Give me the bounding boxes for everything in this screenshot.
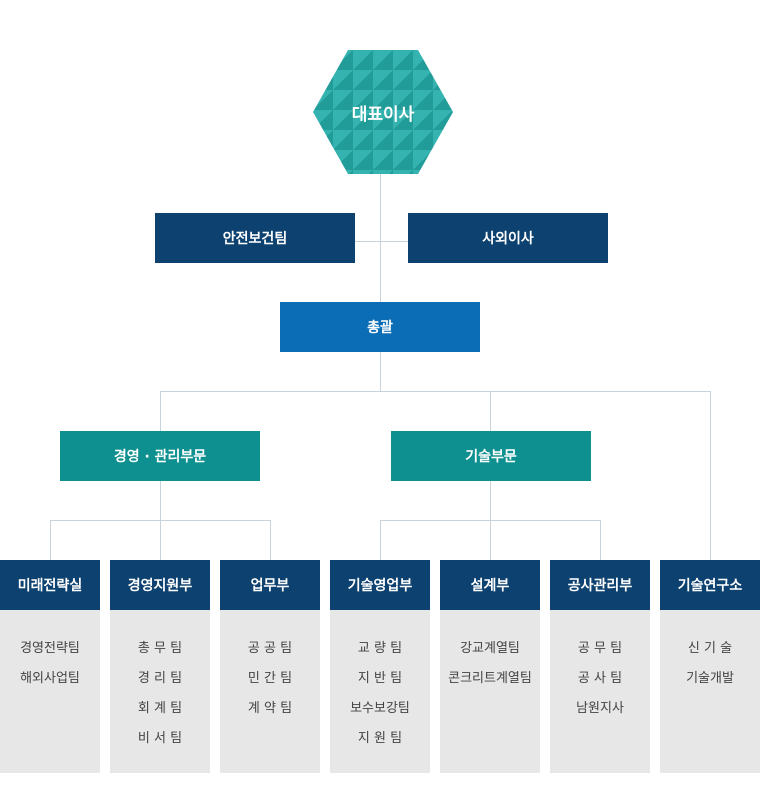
team-item: 경 리 팀 — [137, 671, 183, 686]
team-list: 신 기 술 기술개발 — [660, 610, 760, 773]
team-item: 신 기 술 — [687, 641, 733, 656]
team-item: 공 사 팀 — [577, 671, 623, 686]
general-box: 총괄 — [280, 302, 480, 352]
team-list: 경영전략팀 해외사업팀 — [0, 610, 100, 773]
team-item: 비 서 팀 — [137, 731, 183, 746]
team-item: 콘크리트계열팀 — [448, 671, 532, 686]
department-operations: 업무부 공 공 팀 민 간 팀 계 약 팀 — [220, 560, 320, 773]
department-header: 기술영업부 — [330, 560, 430, 610]
department-header: 기술연구소 — [660, 560, 760, 610]
department-design: 설계부 강교계열팀 콘크리트계열팀 — [440, 560, 540, 773]
team-item: 민 간 팀 — [247, 671, 293, 686]
team-list: 교 량 팀 지 반 팀 보수보강팀 지 원 팀 — [330, 610, 430, 773]
department-header: 미래전략실 — [0, 560, 100, 610]
team-list: 공 공 팀 민 간 팀 계 약 팀 — [220, 610, 320, 773]
team-item: 공 공 팀 — [247, 641, 293, 656]
team-list: 강교계열팀 콘크리트계열팀 — [440, 610, 540, 773]
team-item: 경영전략팀 — [20, 641, 80, 656]
team-item: 기술개발 — [686, 671, 734, 686]
team-list: 공 무 팀 공 사 팀 남원지사 — [550, 610, 650, 773]
department-header: 공사관리부 — [550, 560, 650, 610]
department-management-support: 경영지원부 총 무 팀 경 리 팀 회 계 팀 비 서 팀 — [110, 560, 210, 773]
team-item: 남원지사 — [576, 701, 624, 716]
team-item: 지 원 팀 — [357, 731, 403, 746]
ceo-hexagon — [313, 50, 453, 174]
department-header: 업무부 — [220, 560, 320, 610]
team-item: 계 약 팀 — [247, 701, 293, 716]
team-item: 총 무 팀 — [137, 641, 183, 656]
team-item: 지 반 팀 — [357, 671, 403, 686]
safety-health-team-box: 안전보건팀 — [155, 213, 355, 263]
department-research-institute: 기술연구소 신 기 술 기술개발 — [660, 560, 760, 773]
team-item: 강교계열팀 — [460, 641, 520, 656]
technology-division-box: 기술부문 — [391, 431, 591, 481]
department-header: 설계부 — [440, 560, 540, 610]
team-item: 보수보강팀 — [350, 701, 410, 716]
department-technical-sales: 기술영업부 교 량 팀 지 반 팀 보수보강팀 지 원 팀 — [330, 560, 430, 773]
team-item: 공 무 팀 — [577, 641, 623, 656]
ceo-label: 대표이사 — [351, 104, 415, 125]
team-list: 총 무 팀 경 리 팀 회 계 팀 비 서 팀 — [110, 610, 210, 773]
department-construction-management: 공사관리부 공 무 팀 공 사 팀 남원지사 — [550, 560, 650, 773]
department-future-strategy: 미래전략실 경영전략팀 해외사업팀 — [0, 560, 100, 773]
team-item: 회 계 팀 — [137, 701, 183, 716]
outside-director-box: 사외이사 — [408, 213, 608, 263]
management-division-box: 경영 · 관리부문 — [60, 431, 260, 481]
team-item: 해외사업팀 — [20, 671, 80, 686]
department-header: 경영지원부 — [110, 560, 210, 610]
team-item: 교 량 팀 — [357, 641, 403, 656]
